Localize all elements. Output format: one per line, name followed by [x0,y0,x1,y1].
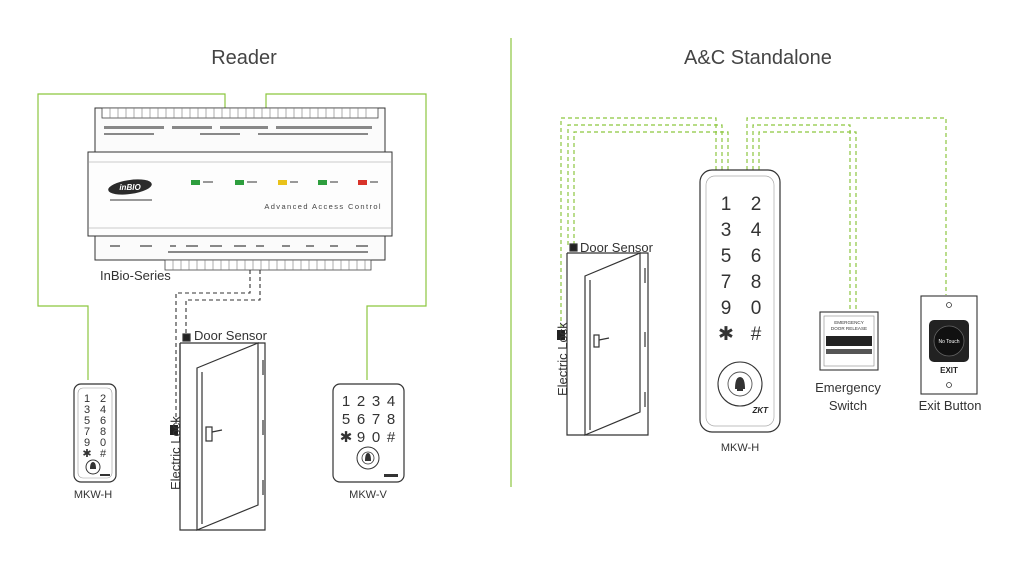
controller-series-label: InBio-Series [100,268,171,283]
reader-mkw-h-key: 8 [100,426,106,438]
reader-section-title: Reader [211,47,277,69]
reader-green-wires [37,93,427,380]
standalone-key: 0 [751,298,762,319]
exit-button: No Touch EXIT [920,295,978,395]
reader-mkw-h-key: 3 [84,404,90,416]
controller-tagline: Advanced Access Control [264,202,382,211]
reader-mkw-v-keypad: 1 2 3 4 5 6 7 8 ✱ 9 0 # [332,383,405,483]
reader-door-sensor-block [182,333,191,342]
standalone-key: 4 [751,220,762,241]
reader-mkw-v-key: 0 [372,429,380,446]
exit-face-label: EXIT [940,366,958,375]
led-green-3 [318,180,327,185]
reader-mkw-v-key: 7 [372,411,380,428]
led-red [358,180,367,185]
reader-electric-lock-label: Electric Lock [168,416,183,490]
standalone-mkw-h-label: MKW-H [721,442,759,454]
standalone-key: 6 [751,246,762,267]
standalone-key: 2 [751,194,762,215]
reader-door [170,333,266,531]
reader-mkw-v-key: 3 [372,393,380,410]
reader-mkw-h-key: 1 [84,393,90,405]
reader-mkw-v-key: ✱ [340,429,353,446]
emergency-switch: EMERGENCY DOOR RELEASE [819,311,879,371]
standalone-key: ✱ [718,324,734,345]
emergency-label-line-2: Switch [829,398,867,413]
standalone-section-title: A&C Standalone [684,47,832,69]
inbio-controller: inBIO Advanced Access Control [87,107,393,271]
standalone-key: 7 [721,272,732,293]
reader-mkw-v-key: # [387,429,396,446]
led-green-1 [191,180,200,185]
emergency-face-line-1: EMERGENCY [834,320,864,325]
standalone-door [557,243,649,436]
reader-mkw-v-key: 4 [387,393,395,410]
reader-mkw-h-key: 9 [84,437,90,449]
standalone-key: 8 [751,272,762,293]
reader-mkw-v-key: 2 [357,393,365,410]
emergency-label-line-1: Emergency [815,380,881,395]
reader-mkw-h-key: 2 [100,393,106,405]
controller-brand: inBIO [119,183,141,192]
led-green-2 [235,180,244,185]
reader-mkw-h-key: ✱ [82,448,91,460]
standalone-door-sensor-block [569,243,578,252]
exit-button-label: Exit Button [919,398,982,413]
emergency-face-line-2: DOOR RELEASE [831,326,867,331]
reader-mkw-h-key: 0 [100,437,106,449]
standalone-mkw-h-keypad: 1 2 3 4 5 6 7 8 9 0 ✱ # ZKT [699,169,781,433]
reader-mkw-v-key: 5 [342,411,350,428]
reader-mkw-h-label: MKW-H [74,489,112,501]
reader-dashed-wires [175,270,261,430]
standalone-electric-lock-label: Electric Lock [555,322,570,396]
reader-mkw-h-key: 4 [100,404,106,416]
standalone-door-sensor-label: Door Sensor [580,240,654,255]
reader-mkw-h-key: 7 [84,426,90,438]
standalone-key: 9 [721,298,732,319]
exit-no-touch: No Touch [938,339,959,345]
standalone-zk-brand: ZKT [751,406,769,415]
reader-mkw-v-label: MKW-V [349,489,387,501]
reader-mkw-v-key: 9 [357,429,365,446]
standalone-key: 5 [721,246,732,267]
standalone-green-wires [560,117,947,332]
standalone-key: 3 [721,220,732,241]
standalone-key: 1 [721,194,732,215]
standalone-key: # [751,324,762,345]
reader-door-sensor-label: Door Sensor [194,328,268,343]
reader-mkw-h-key: 5 [84,415,90,427]
reader-mkw-h-key: 6 [100,415,106,427]
reader-mkw-v-key: 1 [342,393,350,410]
reader-mkw-h-keypad: 1 2 3 4 5 6 7 8 9 0 ✱ # [73,383,117,483]
led-yellow [278,180,287,185]
reader-mkw-v-key: 6 [357,411,365,428]
reader-mkw-v-key: 8 [387,411,395,428]
reader-mkw-h-key: # [100,448,107,460]
